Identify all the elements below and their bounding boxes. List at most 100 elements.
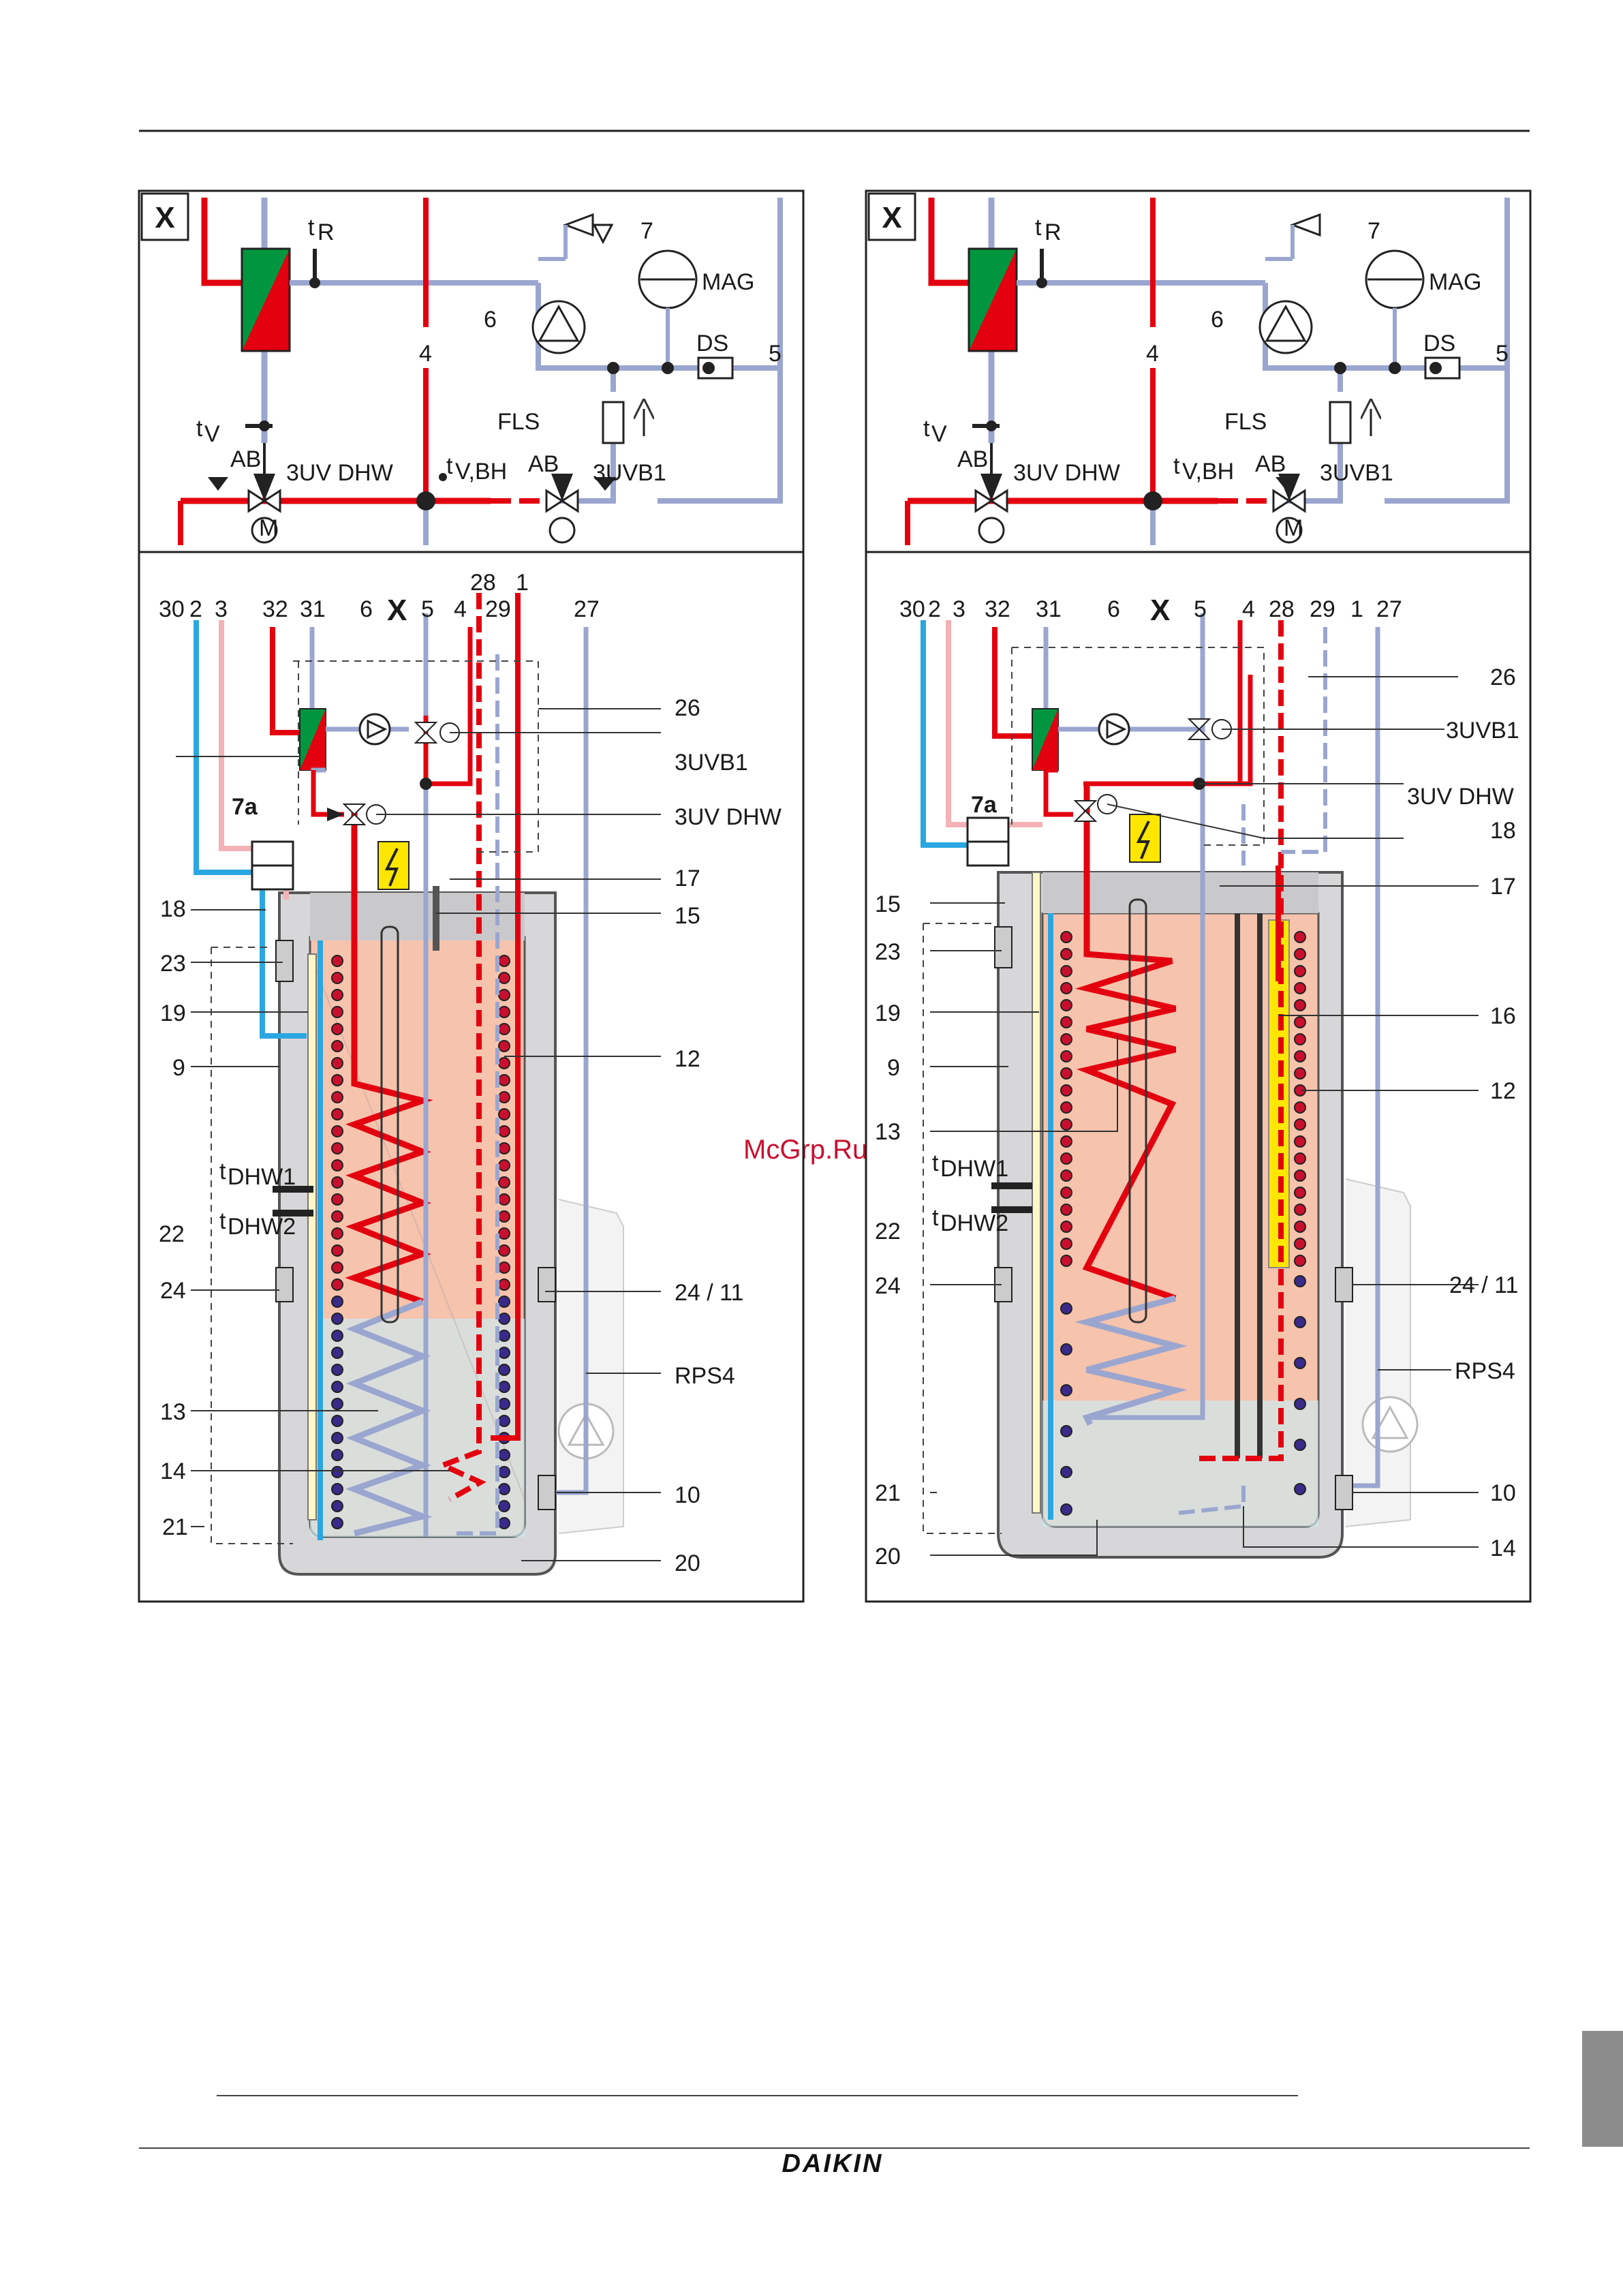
svg-text:21: 21 [162,1514,188,1540]
svg-text:AB: AB [230,446,261,472]
svg-text:6: 6 [1107,596,1120,622]
svg-text:DHW2: DHW2 [940,1210,1008,1236]
chapter-tab [1582,2031,1623,2147]
svg-text:R: R [1045,219,1062,245]
coil-dots-left-cold [331,1296,343,1529]
svg-text:15: 15 [675,903,700,929]
heating-coil-hot [345,804,433,1305]
svg-text:FLS: FLS [1224,409,1267,435]
svg-text:DHW1: DHW1 [940,1156,1008,1182]
svg-text:16: 16 [1490,1003,1516,1029]
svg-text:21: 21 [875,1480,901,1506]
heating-coil-hot [1075,784,1177,1302]
svg-text:3UV DHW: 3UV DHW [286,460,393,486]
pump-6 [531,300,586,354]
svg-text:26: 26 [1490,664,1516,690]
svg-text:30: 30 [899,596,925,622]
svg-text:AB: AB [1255,451,1286,477]
electric-warning [377,841,409,890]
brand-logo: DAIKIN [782,2149,884,2178]
svg-text:19: 19 [160,1000,186,1026]
watermark: McGrp.Ru [743,1135,867,1165]
svg-text:26: 26 [675,695,700,721]
svg-text:t: t [308,215,315,241]
svg-text:18: 18 [1490,818,1516,844]
right-pipe-labels: 30 2 3 32 31 6 X 5 4 28 29 1 27 7a [899,594,1402,818]
svg-text:AB: AB [528,451,559,477]
svg-text:22: 22 [159,1221,185,1247]
heating-coil-cold [1075,1295,1188,1426]
svg-text:5: 5 [421,596,434,622]
svg-text:32: 32 [262,596,288,622]
svg-text:RPS4: RPS4 [675,1363,735,1389]
svg-text:3UV DHW: 3UV DHW [1013,460,1120,486]
svg-text:t: t [219,1159,226,1184]
svg-text:FLS: FLS [497,409,540,435]
svg-text:V: V [204,421,220,447]
svg-text:AB: AB [957,446,988,472]
coil-dots-left [331,955,343,1291]
svg-text:24 / 11: 24 / 11 [675,1280,743,1306]
svg-text:2: 2 [928,596,941,622]
storage-tank [921,613,1479,1559]
svg-text:7: 7 [1367,218,1380,244]
svg-text:17: 17 [675,866,700,891]
svg-text:4: 4 [419,341,432,367]
svg-text:V,BH: V,BH [1182,459,1234,485]
svg-text:7a: 7a [971,792,998,818]
svg-text:5: 5 [1194,596,1207,622]
svg-text:t: t [932,1205,939,1231]
left-pipe-labels: 30 2 3 32 31 6 X 5 4 29 27 28 1 7a [159,570,600,820]
svg-text:X: X [1150,594,1170,627]
svg-text:32: 32 [985,596,1010,622]
coil-dots-right-cold [498,1296,510,1529]
svg-text:27: 27 [1376,596,1402,622]
svg-text:31: 31 [300,596,326,622]
svg-text:13: 13 [875,1119,901,1145]
svg-text:31: 31 [1036,596,1062,622]
svg-text:DHW1: DHW1 [228,1164,296,1190]
svg-text:M: M [1284,515,1303,541]
svg-text:V,BH: V,BH [455,459,507,485]
svg-text:4: 4 [454,596,467,622]
svg-text:t: t [1035,215,1042,241]
svg-text:3UVB1: 3UVB1 [675,750,748,776]
svg-text:3: 3 [215,596,228,622]
electric-heater-rod [380,925,399,1323]
valve-3uvb1 [1272,474,1306,544]
valve-3uvb1-tank [414,722,460,744]
svg-text:MAG: MAG [1429,269,1481,295]
svg-text:6: 6 [360,596,373,622]
insulation-tube [1032,872,1041,1514]
svg-text:6: 6 [1211,307,1224,333]
coil-dots-left [1060,931,1072,1267]
heating-coil-cold [345,1298,433,1537]
svg-text:20: 20 [675,1550,700,1576]
svg-text:1: 1 [1350,596,1363,622]
right-right-labels: 26 3UVB1 3UV DHW 18 17 16 12 24 / 11 RPS… [1407,664,1519,1561]
svg-text:1: 1 [516,570,529,596]
svg-text:29: 29 [1310,596,1335,622]
svg-text:V: V [931,421,947,447]
flow-sensor [1329,401,1352,444]
svg-text:M: M [259,515,278,541]
svg-text:20: 20 [875,1544,901,1570]
svg-text:10: 10 [675,1482,700,1508]
svg-text:24 / 11: 24 / 11 [1449,1272,1518,1298]
svg-text:3: 3 [953,596,965,622]
valve-3uvb1 [545,474,579,544]
svg-text:t: t [196,416,203,442]
left-panel: X [138,189,805,1603]
box-letter: X [882,201,901,234]
svg-text:15: 15 [875,891,901,917]
svg-text:t: t [1173,453,1180,479]
electric-warning [1129,814,1161,863]
svg-text:3UV DHW: 3UV DHW [675,804,782,830]
svg-text:27: 27 [574,596,600,622]
svg-text:28: 28 [470,570,496,596]
svg-text:23: 23 [875,939,901,965]
svg-text:3UVB1: 3UVB1 [1320,460,1393,486]
